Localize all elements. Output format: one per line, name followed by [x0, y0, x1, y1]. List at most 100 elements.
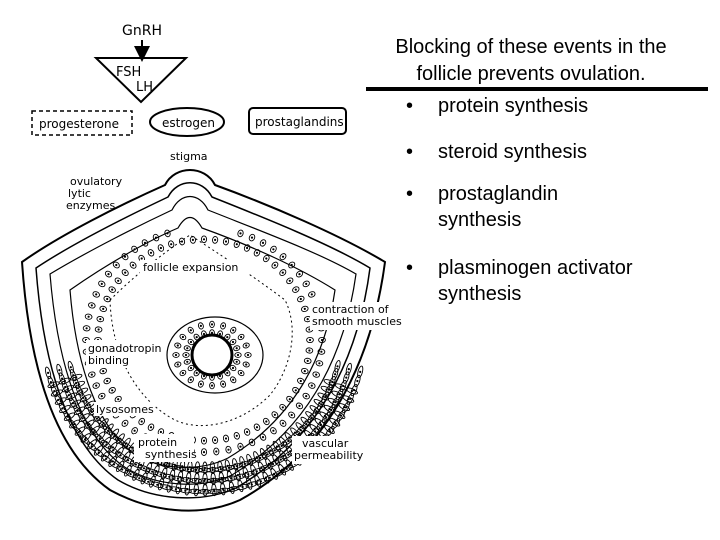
theca-cell-nucleus — [356, 379, 359, 383]
theca-cell-nucleus — [241, 485, 244, 489]
theca-cell — [198, 467, 211, 473]
theca-cell — [160, 484, 173, 491]
theca-cell — [327, 404, 336, 416]
theca-cell-nucleus — [67, 394, 70, 397]
granulosa-cell-nucleus — [281, 422, 285, 425]
protein-synthesis-label-2: synthesis — [145, 448, 197, 461]
theca-cell — [321, 391, 330, 403]
cumulus-cell — [242, 342, 250, 349]
theca-cell-nucleus — [129, 473, 132, 476]
granulosa-cell — [262, 417, 270, 426]
theca-cell — [165, 463, 179, 470]
theca-cell-nucleus — [327, 388, 331, 391]
granulosa-cell-nucleus — [111, 389, 114, 392]
cumulus-cell — [229, 364, 237, 372]
theca-cell-nucleus — [185, 478, 188, 481]
granulosa-cell — [270, 245, 277, 253]
granulosa-cell-nucleus — [299, 379, 302, 383]
theca-cell-nucleus — [81, 417, 84, 420]
theca-cell-nucleus — [259, 480, 262, 483]
theca-cell-nucleus — [212, 479, 215, 482]
granulosa-cell — [295, 270, 304, 278]
theca-cell — [275, 455, 287, 464]
granulosa-cell-nucleus — [303, 307, 306, 310]
granulosa-cell-nucleus — [117, 279, 120, 282]
granulosa-cell-nucleus — [140, 257, 143, 260]
theca-cell — [63, 410, 72, 423]
cumulus-cell-nucleus — [232, 378, 235, 381]
granulosa-cell — [98, 280, 106, 288]
theca-cell — [88, 427, 99, 438]
theca-cell-nucleus — [156, 483, 159, 486]
theca-cell-nucleus — [119, 440, 122, 443]
theca-cell-nucleus — [69, 366, 72, 369]
stigma-label: stigma — [170, 150, 208, 163]
theca-cell — [238, 460, 252, 468]
theca-cell-nucleus — [334, 422, 337, 425]
oocyte — [190, 333, 234, 377]
theca-cell — [334, 360, 341, 373]
bullet-glyph: • — [406, 95, 414, 117]
granulosa-cell-nucleus — [97, 328, 100, 331]
granulosa-cell-nucleus — [102, 370, 105, 373]
granulosa-cell — [121, 269, 129, 277]
granulosa-cell-nucleus — [170, 243, 173, 246]
theca-cell — [281, 464, 293, 473]
theca-cell-nucleus — [97, 451, 100, 454]
theca-cell-nucleus — [75, 381, 78, 385]
theca-cell-nucleus — [219, 468, 222, 471]
cumulus-cell-nucleus — [210, 376, 214, 379]
theca-cell — [178, 487, 192, 494]
theca-cell — [321, 411, 331, 423]
granulosa-cell-nucleus — [215, 450, 218, 453]
theca-cell-nucleus — [263, 466, 267, 469]
title-divider — [366, 87, 708, 91]
theca-cell-nucleus — [330, 408, 333, 412]
theca-cell — [325, 383, 333, 396]
theca-cell-nucleus — [90, 445, 93, 448]
granulosa-cell — [200, 448, 208, 456]
theca-cell-nucleus — [251, 460, 254, 463]
panel-title: Blocking of these events in the follicle… — [350, 34, 712, 88]
theca-cell — [86, 441, 97, 452]
theca-cell — [67, 360, 74, 374]
cumulus-cell-nucleus — [189, 329, 192, 332]
granulosa-cell-nucleus — [320, 350, 323, 353]
theca-cell — [130, 460, 142, 469]
theca-cell-nucleus — [305, 423, 308, 426]
granulosa-cell-nucleus — [306, 318, 309, 321]
granulosa-cell-nucleus — [154, 236, 158, 239]
theca-cell — [226, 486, 240, 492]
cumulus-mass — [166, 316, 264, 394]
follicle-outer-wall — [20, 169, 387, 512]
granulosa-cell — [312, 371, 320, 378]
theca-cell — [83, 399, 92, 411]
granulosa-cell-nucleus — [299, 297, 302, 301]
theca-cell-nucleus — [105, 457, 108, 460]
granulosa-cell — [108, 286, 116, 293]
granulosa-cell-nucleus — [318, 362, 321, 365]
granulosa-cell-nucleus — [202, 238, 206, 241]
granulosa-cell — [178, 237, 186, 246]
granulosa-cell — [259, 433, 267, 441]
theca-cell-nucleus — [61, 377, 64, 380]
estrogen-oval — [149, 107, 225, 137]
theca-cell-nucleus — [66, 415, 69, 418]
granulosa-cell — [84, 313, 93, 320]
cumulus-cell-nucleus — [189, 378, 192, 381]
granulosa-cell-nucleus — [224, 437, 228, 440]
cumulus-cell — [174, 342, 182, 349]
granulosa-cell-nucleus — [298, 404, 301, 407]
granulosa-cell — [114, 277, 122, 285]
theca-cell — [72, 376, 80, 390]
theca-cell — [307, 412, 317, 424]
theca-cell-nucleus — [64, 385, 67, 389]
theca-cell-nucleus — [259, 456, 262, 460]
granulosa-cell — [222, 237, 230, 246]
granulosa-cell-nucleus — [111, 288, 114, 291]
theca-cell-nucleus — [105, 443, 108, 446]
granulosa-cell-nucleus — [239, 445, 242, 448]
granulosa-cell — [152, 233, 160, 242]
theca-cell — [151, 481, 164, 488]
cumulus-cell — [183, 345, 191, 352]
